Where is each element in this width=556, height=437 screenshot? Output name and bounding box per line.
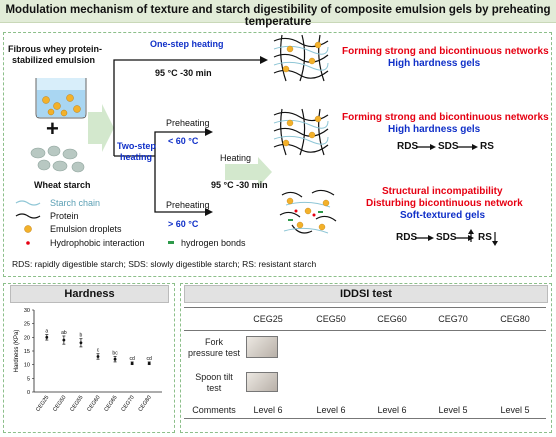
hbond-icon (168, 241, 174, 244)
spoon-test-photo (246, 372, 278, 392)
data-point (147, 361, 151, 365)
iddsi-row-comments: Comments (192, 405, 236, 415)
iddsi-row-spoon-line2: test (206, 383, 222, 393)
iddsi-level-2: Level 6 (377, 405, 407, 415)
legend-protein: Protein (50, 211, 79, 221)
significance-letter: c (97, 348, 100, 354)
outcome3-line1: Structural incompatibility (382, 186, 503, 197)
legend-starch-chain: Starch chain (50, 198, 101, 208)
out3-rds: RDS (396, 232, 418, 243)
preheat-high-temp: > 60 °C (168, 219, 199, 229)
x-tick-label: CEG80 (138, 395, 153, 413)
iddsi-col-0: CEG25 (253, 314, 283, 324)
iddsi-top-line (184, 307, 546, 308)
significance-letter: b (80, 333, 83, 339)
out2-rds: RDS (397, 141, 419, 152)
iddsi-col-1: CEG50 (316, 314, 346, 324)
outcome2-line2: High hardness gels (388, 124, 481, 135)
outcome1-line1: Forming strong and bicontinuous networks (342, 46, 549, 57)
x-tick-label: CEG55 (69, 395, 84, 413)
significance-letter: cd (129, 356, 135, 362)
emulsion-label-line2: stabilized emulsion (12, 55, 96, 65)
flow-arrows (88, 56, 498, 246)
x-tick-label: CEG50 (52, 395, 67, 413)
preheat-high-label: Preheating (166, 200, 210, 210)
iddsi-col-4: CEG80 (500, 314, 530, 324)
page-title: Modulation mechanism of texture and star… (5, 4, 551, 28)
data-point (96, 355, 100, 358)
y-tick-label: 20 (24, 335, 30, 341)
legend-hydrophobic: Hydrophobic interaction (50, 238, 145, 248)
emulsion-label-line1: Fibrous whey protein- (8, 44, 103, 54)
outcome2-line1: Forming strong and bicontinuous networks (342, 112, 549, 123)
iddsi-panel (180, 283, 552, 433)
x-tick-label: CEG65 (103, 395, 118, 413)
y-tick-label: 0 (27, 390, 30, 396)
hardness-panel (3, 283, 175, 433)
y-tick-label: 10 (24, 363, 30, 369)
y-axis-label: Hardness (KPa) (14, 330, 20, 373)
x-tick-label: CEG60 (86, 395, 101, 413)
iddsi-col-3: CEG70 (438, 314, 468, 324)
y-tick-label: 15 (24, 349, 30, 355)
starch-granules-illustration (30, 145, 85, 173)
data-point (113, 357, 117, 361)
legend-hbonds: hydrogen bonds (181, 238, 246, 248)
heating-label: Heating (220, 153, 252, 163)
out3-rs: RS (478, 232, 492, 243)
preheat-low-temp: < 60 °C (168, 136, 199, 146)
two-step-label-line1: Two-step (117, 141, 156, 151)
two-step-label-line2: heating (120, 152, 153, 162)
iddsi-level-4: Level 5 (500, 405, 530, 415)
iddsi-header: IDDSI test (184, 285, 548, 303)
network-incompatible (279, 189, 337, 234)
preheat-low-label: Preheating (166, 118, 210, 128)
iddsi-header-line (184, 330, 546, 331)
x-tick-label: CEG70 (121, 395, 136, 413)
out3-sds: SDS (436, 232, 457, 243)
data-point (62, 338, 66, 342)
iddsi-row-fork-line1: Fork (205, 337, 223, 347)
abbreviations: RDS: rapidly digestible starch; SDS: slo… (12, 259, 317, 269)
significance-letter: bc (112, 350, 118, 356)
out2-sds: SDS (438, 141, 459, 152)
significance-letter: ab (61, 330, 67, 336)
one-step-condition: 95 °C -30 min (155, 68, 212, 78)
iddsi-col-2: CEG60 (377, 314, 407, 324)
iddsi-level-0: Level 6 (253, 405, 283, 415)
legend-symbols (15, 200, 41, 245)
significance-letter: cd (147, 356, 153, 362)
network-strong-1 (273, 34, 329, 82)
x-tick-label: CEG25 (35, 395, 50, 413)
data-point (45, 335, 49, 339)
out2-rs: RS (480, 141, 494, 152)
outcome3-line2: Disturbing bicontinuous network (366, 198, 523, 209)
iddsi-level-1: Level 6 (316, 405, 346, 415)
wheat-starch-label: Wheat starch (34, 180, 91, 190)
y-tick-label: 30 (24, 308, 30, 314)
outcome1-line2: High hardness gels (388, 58, 481, 69)
heating-condition: 95 °C -30 min (211, 180, 268, 190)
mechanism-panel (3, 32, 552, 277)
iddsi-row-fork-line2: pressure test (187, 348, 241, 358)
iddsi-level-3: Level 5 (438, 405, 468, 415)
plus-sign: + (46, 116, 59, 141)
iddsi-row-spoon-line1: Spoon tilt (195, 372, 233, 382)
data-point (79, 341, 83, 345)
hardness-header: Hardness (10, 285, 169, 303)
title-bar (0, 0, 556, 23)
legend-droplets: Emulsion droplets (50, 224, 122, 234)
data-point (130, 361, 134, 365)
iddsi-bottom-line (184, 418, 546, 419)
outcome3-line3: Soft-textured gels (400, 210, 486, 221)
beaker-illustration (35, 78, 87, 119)
fork-test-photo (246, 336, 278, 358)
network-strong-2 (273, 108, 329, 156)
one-step-label: One-step heating (150, 39, 224, 49)
y-tick-label: 5 (27, 376, 30, 382)
y-tick-label: 25 (24, 322, 30, 328)
significance-letter: a (45, 329, 48, 335)
